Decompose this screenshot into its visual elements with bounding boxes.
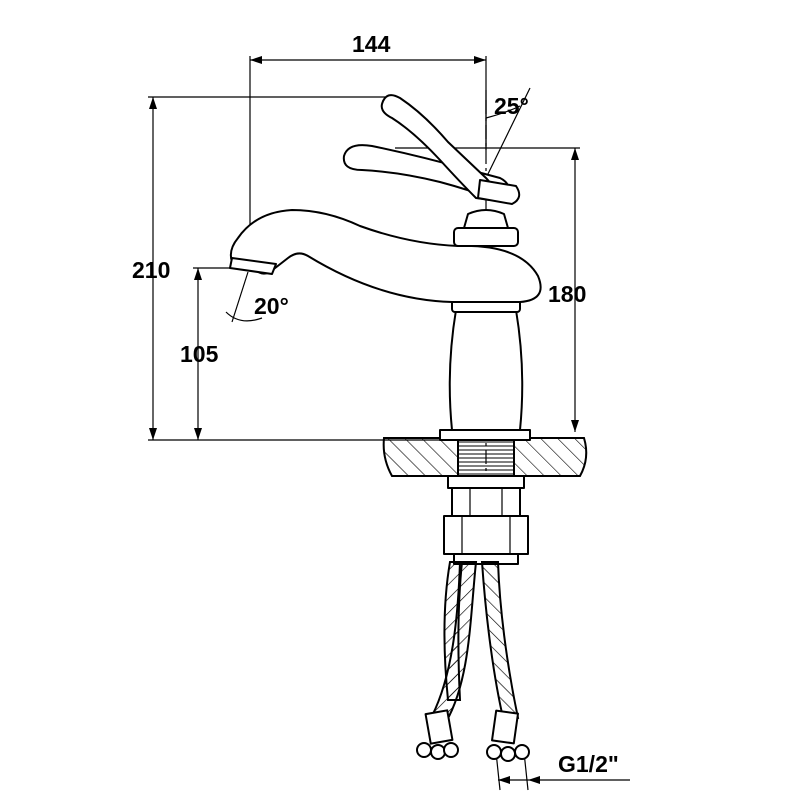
dimension-lines <box>148 56 630 791</box>
mounting-nut <box>443 475 529 565</box>
dim-spout-height: 105 <box>180 341 219 367</box>
countertop-section <box>382 437 588 479</box>
dim-body-height: 180 <box>548 281 586 307</box>
dim-thread: G1/2" <box>558 751 619 777</box>
dimension-labels: 144 210 105 180 20° 25° G1/2" <box>132 31 619 777</box>
dim-spout-angle: 20° <box>254 293 289 319</box>
lever-handle <box>342 94 521 205</box>
supply-hoses <box>416 561 530 762</box>
faucet-body <box>229 209 542 441</box>
dim-width: 144 <box>352 31 391 57</box>
dim-total-height: 210 <box>132 257 170 283</box>
dim-lever-angle: 25° <box>494 93 529 119</box>
